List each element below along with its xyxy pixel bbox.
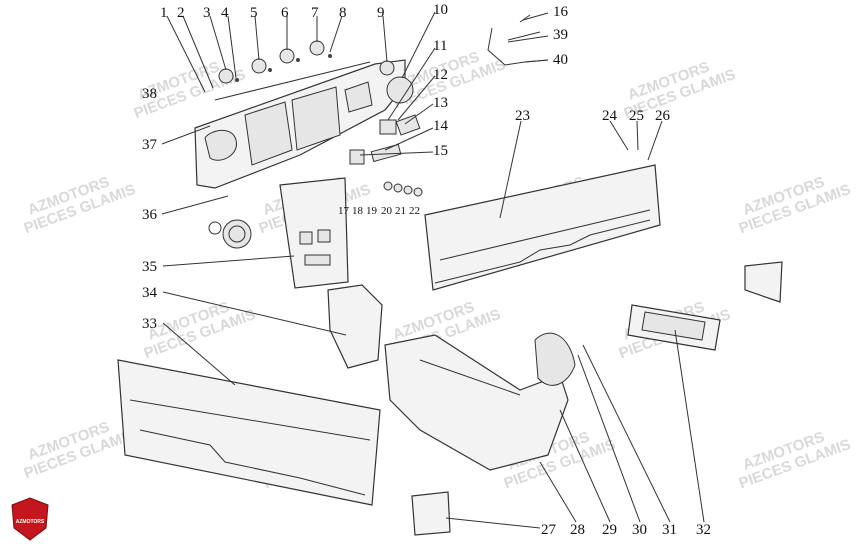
gauge-parts-group bbox=[349, 60, 421, 165]
callout-3: 3 bbox=[203, 5, 211, 21]
callout-14: 14 bbox=[433, 118, 449, 134]
callout-37: 37 bbox=[142, 137, 158, 153]
part-center-tunnel bbox=[384, 332, 576, 471]
callout-28: 28 bbox=[570, 522, 585, 538]
callout-27: 27 bbox=[541, 522, 557, 538]
callout-30: 30 bbox=[632, 522, 647, 538]
callout-12: 12 bbox=[433, 67, 448, 83]
callout-18: 18 bbox=[352, 205, 364, 217]
knob-parts-group bbox=[383, 181, 423, 197]
callout-36: 36 bbox=[142, 207, 158, 223]
part-32-frame bbox=[627, 261, 783, 351]
callout-23: 23 bbox=[515, 108, 530, 124]
callout-33: 33 bbox=[142, 316, 157, 332]
speaker-part bbox=[208, 219, 252, 249]
callout-15: 15 bbox=[433, 143, 448, 159]
callout-17: 17 bbox=[338, 205, 350, 217]
callout-34: 34 bbox=[142, 285, 158, 301]
callout-10: 10 bbox=[433, 2, 448, 18]
callout-29: 29 bbox=[602, 522, 617, 538]
callout-26: 26 bbox=[655, 108, 671, 124]
leader-lines bbox=[161, 11, 705, 529]
callout-22: 22 bbox=[409, 205, 420, 217]
part-34-bracket bbox=[327, 284, 383, 369]
callout-4: 4 bbox=[221, 5, 229, 21]
callout-11: 11 bbox=[433, 38, 447, 54]
callout-labels: 1 2 3 4 5 6 7 8 9 10 11 12 13 14 15 16 3… bbox=[142, 2, 711, 538]
callout-20: 20 bbox=[381, 205, 393, 217]
callout-5: 5 bbox=[250, 5, 258, 21]
callout-6: 6 bbox=[281, 5, 289, 21]
part-35-center-panel bbox=[279, 177, 349, 289]
part-37-dashboard-panel bbox=[194, 59, 406, 189]
part-23-side-panel bbox=[424, 164, 661, 291]
callout-9: 9 bbox=[377, 5, 385, 21]
part-27-bottom-plate bbox=[411, 491, 451, 536]
azmotors-logo: AZMOTORS bbox=[11, 497, 49, 541]
callout-2: 2 bbox=[177, 5, 185, 21]
callout-40: 40 bbox=[553, 52, 568, 68]
callout-1: 1 bbox=[160, 5, 168, 21]
callout-19: 19 bbox=[366, 205, 378, 217]
callout-31: 31 bbox=[662, 522, 677, 538]
callout-38: 38 bbox=[142, 86, 157, 102]
callout-32: 32 bbox=[696, 522, 711, 538]
callout-24: 24 bbox=[602, 108, 618, 124]
callout-13: 13 bbox=[433, 95, 448, 111]
callout-25: 25 bbox=[629, 108, 644, 124]
callout-39: 39 bbox=[553, 27, 568, 43]
callout-16: 16 bbox=[553, 4, 569, 20]
callout-35: 35 bbox=[142, 259, 157, 275]
callout-8: 8 bbox=[339, 5, 347, 21]
part-33-side-panel bbox=[117, 359, 381, 506]
callout-7: 7 bbox=[311, 5, 319, 21]
logo-text: AZMOTORS bbox=[16, 519, 45, 525]
callout-21: 21 bbox=[395, 205, 406, 217]
